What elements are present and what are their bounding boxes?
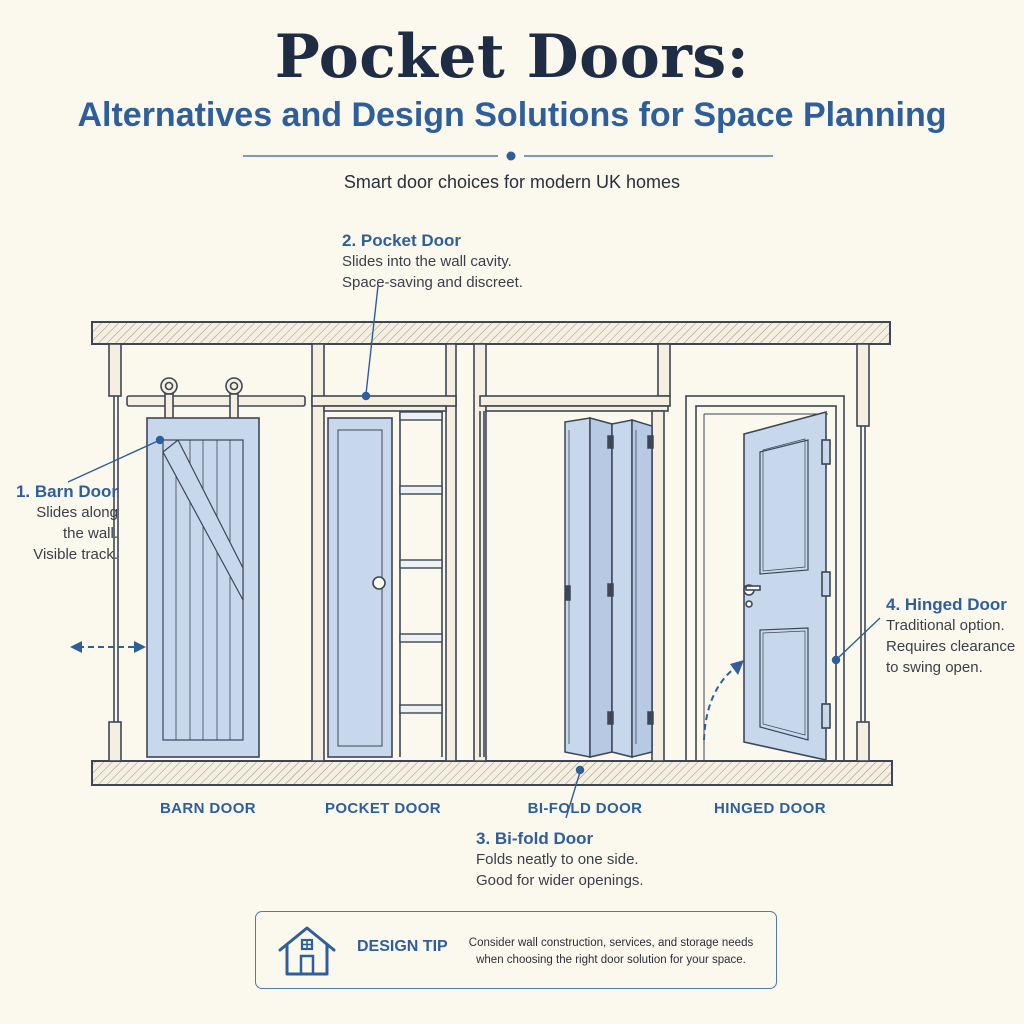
bifold-door <box>564 417 654 758</box>
barn-door <box>146 417 260 758</box>
callout-barn-line3: Visible track. <box>33 546 118 563</box>
callout-hinged-title: 4. Hinged Door <box>886 595 1007 614</box>
label-pocket-door: POCKET DOOR <box>324 800 442 817</box>
callout-pocket-line2: Space-saving and discreet. <box>342 274 523 291</box>
design-tip-text: Consider wall construction, services, an… <box>461 935 761 969</box>
right-post <box>856 343 870 762</box>
hinged-swing-arrow-icon <box>703 660 744 741</box>
callout-bifold-line2: Good for wider openings. <box>476 872 644 889</box>
title-divider <box>243 151 773 161</box>
hinged-door-frame <box>685 395 845 762</box>
page-tagline: Smart door choices for modern UK homes <box>343 172 681 192</box>
floor-beam <box>91 760 893 786</box>
ceiling-beam <box>91 321 891 345</box>
page-title: Pocket Doors: <box>274 22 750 92</box>
hinged-door <box>743 410 831 761</box>
pocket-door-frame <box>311 343 457 762</box>
callout-hinged-line1: Traditional option. <box>886 617 1005 634</box>
callout-barn-line1: Slides along <box>36 504 118 521</box>
callout-pocket: 2. Pocket Door Slides into the wall cavi… <box>342 231 582 293</box>
callout-hinged-line3: to swing open. <box>886 659 983 676</box>
callout-barn-title: 1. Barn Door <box>15 482 118 501</box>
bifold-door-frame <box>473 343 671 762</box>
design-tip-title: DESIGN TIP <box>357 938 448 955</box>
label-barn-door: BARN DOOR <box>159 800 257 817</box>
left-post <box>108 343 122 762</box>
callout-leaders <box>67 285 881 819</box>
page-subtitle: Alternatives and Design Solutions for Sp… <box>77 96 947 134</box>
barn-slide-arrow-icon <box>70 641 146 653</box>
callout-barn: 1. Barn Door Slides along the wall. Visi… <box>14 482 118 565</box>
callout-bifold-line1: Folds neatly to one side. <box>476 851 639 868</box>
callout-hinged: 4. Hinged Door Traditional option. Requi… <box>886 595 1020 678</box>
callout-hinged-line2: Requires clearance <box>886 638 1016 655</box>
label-hinged-door: HINGED DOOR <box>714 800 826 817</box>
callout-bifold: 3. Bi-fold Door Folds neatly to one side… <box>476 829 716 891</box>
design-tip-box: DESIGN TIP Consider wall construction, s… <box>255 911 777 989</box>
callout-pocket-line1: Slides into the wall cavity. <box>342 253 512 270</box>
callout-pocket-title: 2. Pocket Door <box>342 231 462 250</box>
barn-door-rail <box>126 377 306 439</box>
design-tip-line2: when choosing the right door solution fo… <box>476 954 746 966</box>
house-icon <box>278 926 336 976</box>
pocket-door <box>327 417 393 758</box>
design-tip-line1: Consider wall construction, services, an… <box>468 937 754 949</box>
callout-barn-line2: the wall. <box>62 525 118 542</box>
callout-bifold-title: 3. Bi-fold Door <box>476 829 594 848</box>
label-bifold-door: BI-FOLD DOOR <box>527 800 643 817</box>
pocket-cavity-studs <box>399 411 443 714</box>
